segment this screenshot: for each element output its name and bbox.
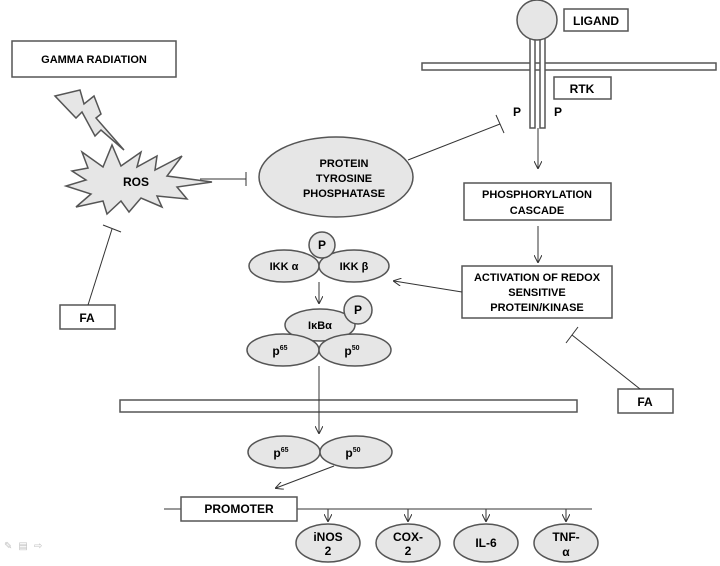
promoter-box: PROMOTER [180,496,298,522]
ptp-line3: PHOSPHATASE [303,188,385,200]
ikba-nfkb-complex: IκBα P p65 p50 [246,295,392,367]
fa-left-box: FA [59,304,116,330]
pen-icon[interactable]: ✎ [4,541,13,552]
fa-right-box: FA [617,388,674,414]
activation-line1: ACTIVATION OF REDOX [474,272,601,284]
fa-left-inhibit [87,228,113,306]
fa-right-label: FA [637,395,653,409]
gamma-radiation-box: GAMMA RADIATION [11,40,177,78]
il6-label: IL-6 [475,536,497,550]
ikba-p-label: P [354,303,362,317]
ptp-line2: TYROSINE [316,173,372,185]
ptp-line1: PROTEIN [320,158,369,170]
p65-upper-label: p65 [272,344,287,358]
ros-starburst: ROS [63,143,213,216]
rtk-label: RTK [570,82,595,96]
ligand-box: LIGAND [563,8,629,32]
ikk-beta-label: IKK β [340,261,369,273]
tnf-line1: TNF- [552,530,579,544]
phospho-line1: PHOSPHORYLATION [482,189,592,201]
ikk-alpha-label: IKK α [270,261,299,273]
fa-right-inhibit [571,334,641,390]
inos-line1: iNOS [313,530,342,544]
ptp-to-rtk-inhibit [407,123,501,161]
fa-left-label: FA [79,311,95,325]
inos2-gene: iNOS 2 [295,523,361,563]
next-arrow-icon[interactable]: ⇨ [33,541,43,552]
ikk-complex: IKK α IKK β P [248,231,390,283]
cell-membrane [421,62,717,71]
tnf-line2: α [562,545,570,559]
cox-line1: COX- [393,530,423,544]
gamma-radiation-label: GAMMA RADIATION [41,54,147,66]
nfkb-nuclear-complex: p65 p50 [247,435,393,469]
p50-upper-label: p50 [344,344,359,358]
ikk-p-label: P [318,238,326,252]
rtk-p-left: P [513,105,521,119]
p65-lower-label: p65 [273,446,288,460]
tnfa-gene: TNF- α [533,523,599,563]
activation-redox-box: ACTIVATION OF REDOX SENSITIVE PROTEIN/KI… [461,265,613,319]
lightning-bolt-icon [53,89,125,151]
ligand-label: LIGAND [573,14,619,28]
inos-line2: 2 [325,544,332,558]
activation-line2: SENSITIVE [508,287,565,299]
nfkb-to-promoter-arrow [276,465,335,488]
p50-lower-label: p50 [345,446,360,460]
rtk-p-right: P [554,105,562,119]
il6-gene: IL-6 [453,523,519,563]
promoter-label: PROMOTER [204,502,274,516]
phosphorylation-cascade-box: PHOSPHORYLATION CASCADE [463,182,612,221]
nuclear-membrane [119,399,578,413]
cox2-gene: COX- 2 [375,523,441,563]
ros-label: ROS [123,175,149,189]
rtk-box: RTK [553,76,612,100]
cox-line2: 2 [405,544,412,558]
activation-line3: PROTEIN/KINASE [490,302,584,314]
phospho-line2: CASCADE [510,205,564,217]
slide-controls: ✎ ▤ ⇨ [4,541,42,552]
ikba-label: IκBα [308,320,332,332]
activation-to-ikk-arrow [394,281,463,293]
protein-tyrosine-phosphatase: PROTEIN TYROSINE PHOSPHATASE [258,136,414,218]
receptor-tyrosine-kinase [516,0,558,129]
menu-icon[interactable]: ▤ [18,541,28,552]
